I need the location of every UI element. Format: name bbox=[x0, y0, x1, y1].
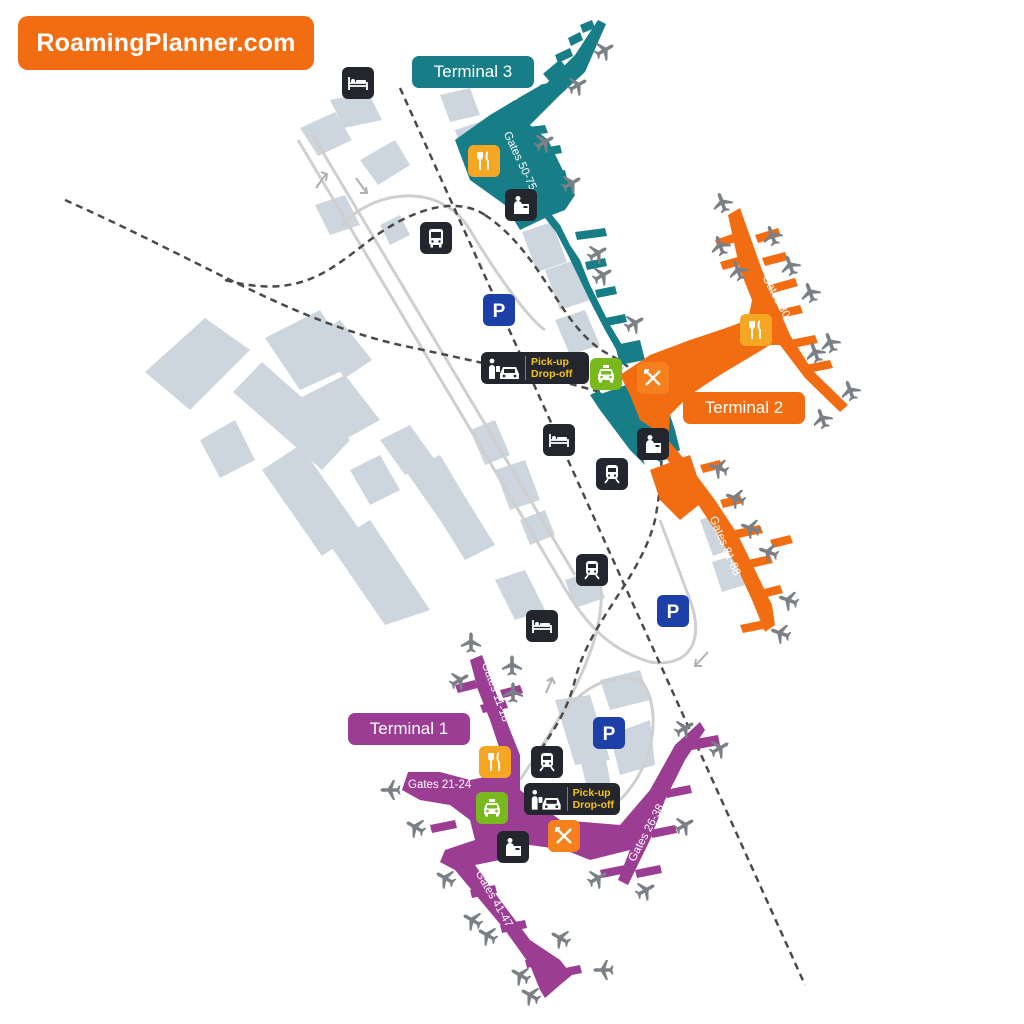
restaurant-icon[interactable] bbox=[479, 746, 511, 778]
train-icon[interactable] bbox=[576, 554, 608, 586]
train-icon[interactable] bbox=[596, 458, 628, 490]
taxi-icon[interactable] bbox=[476, 792, 508, 824]
restaurant-icon[interactable] bbox=[548, 820, 580, 852]
bus-icon[interactable] bbox=[420, 222, 452, 254]
hotel-icon[interactable] bbox=[543, 424, 575, 456]
pickup-label: Pick-up bbox=[531, 356, 569, 368]
security-icon[interactable] bbox=[497, 831, 529, 863]
svg-text:P: P bbox=[667, 602, 680, 623]
pickup-car-icon bbox=[489, 358, 519, 379]
pickup-dropoff-sign[interactable]: Pick-up Drop-off bbox=[524, 783, 620, 815]
parking-icon[interactable]: P bbox=[483, 294, 515, 326]
hotel-icon[interactable] bbox=[526, 610, 558, 642]
restaurant-icon[interactable] bbox=[637, 362, 669, 394]
dropoff-label: Drop-off bbox=[531, 368, 573, 380]
parking-icon[interactable]: P bbox=[593, 717, 625, 749]
road-arrows bbox=[315, 171, 709, 694]
svg-text:P: P bbox=[603, 724, 616, 745]
dropoff-label: Drop-off bbox=[572, 799, 614, 811]
terminal-2-label[interactable]: Terminal 2 bbox=[683, 392, 805, 424]
terminal-3-label[interactable]: Terminal 3 bbox=[412, 56, 534, 88]
restaurant-icon[interactable] bbox=[468, 145, 500, 177]
taxi-icon[interactable] bbox=[590, 358, 622, 390]
pickup-label: Pick-up bbox=[572, 787, 611, 799]
svg-text:P: P bbox=[493, 301, 506, 322]
security-icon[interactable] bbox=[505, 189, 537, 221]
terminal-1-label[interactable]: Terminal 1 bbox=[348, 713, 470, 745]
security-icon[interactable] bbox=[637, 428, 669, 460]
parking-icon[interactable]: P bbox=[657, 595, 689, 627]
pickup-car-icon bbox=[531, 789, 561, 810]
hotel-icon[interactable] bbox=[342, 67, 374, 99]
gates-21-24-label: Gates 21-24 bbox=[408, 779, 472, 791]
train-icon[interactable] bbox=[531, 746, 563, 778]
restaurant-icon[interactable] bbox=[740, 314, 772, 346]
terminal-2-building bbox=[620, 208, 848, 633]
brand-logo[interactable]: RoamingPlanner.com bbox=[18, 16, 314, 70]
pickup-dropoff-sign[interactable]: Pick-up Drop-off bbox=[481, 352, 589, 384]
